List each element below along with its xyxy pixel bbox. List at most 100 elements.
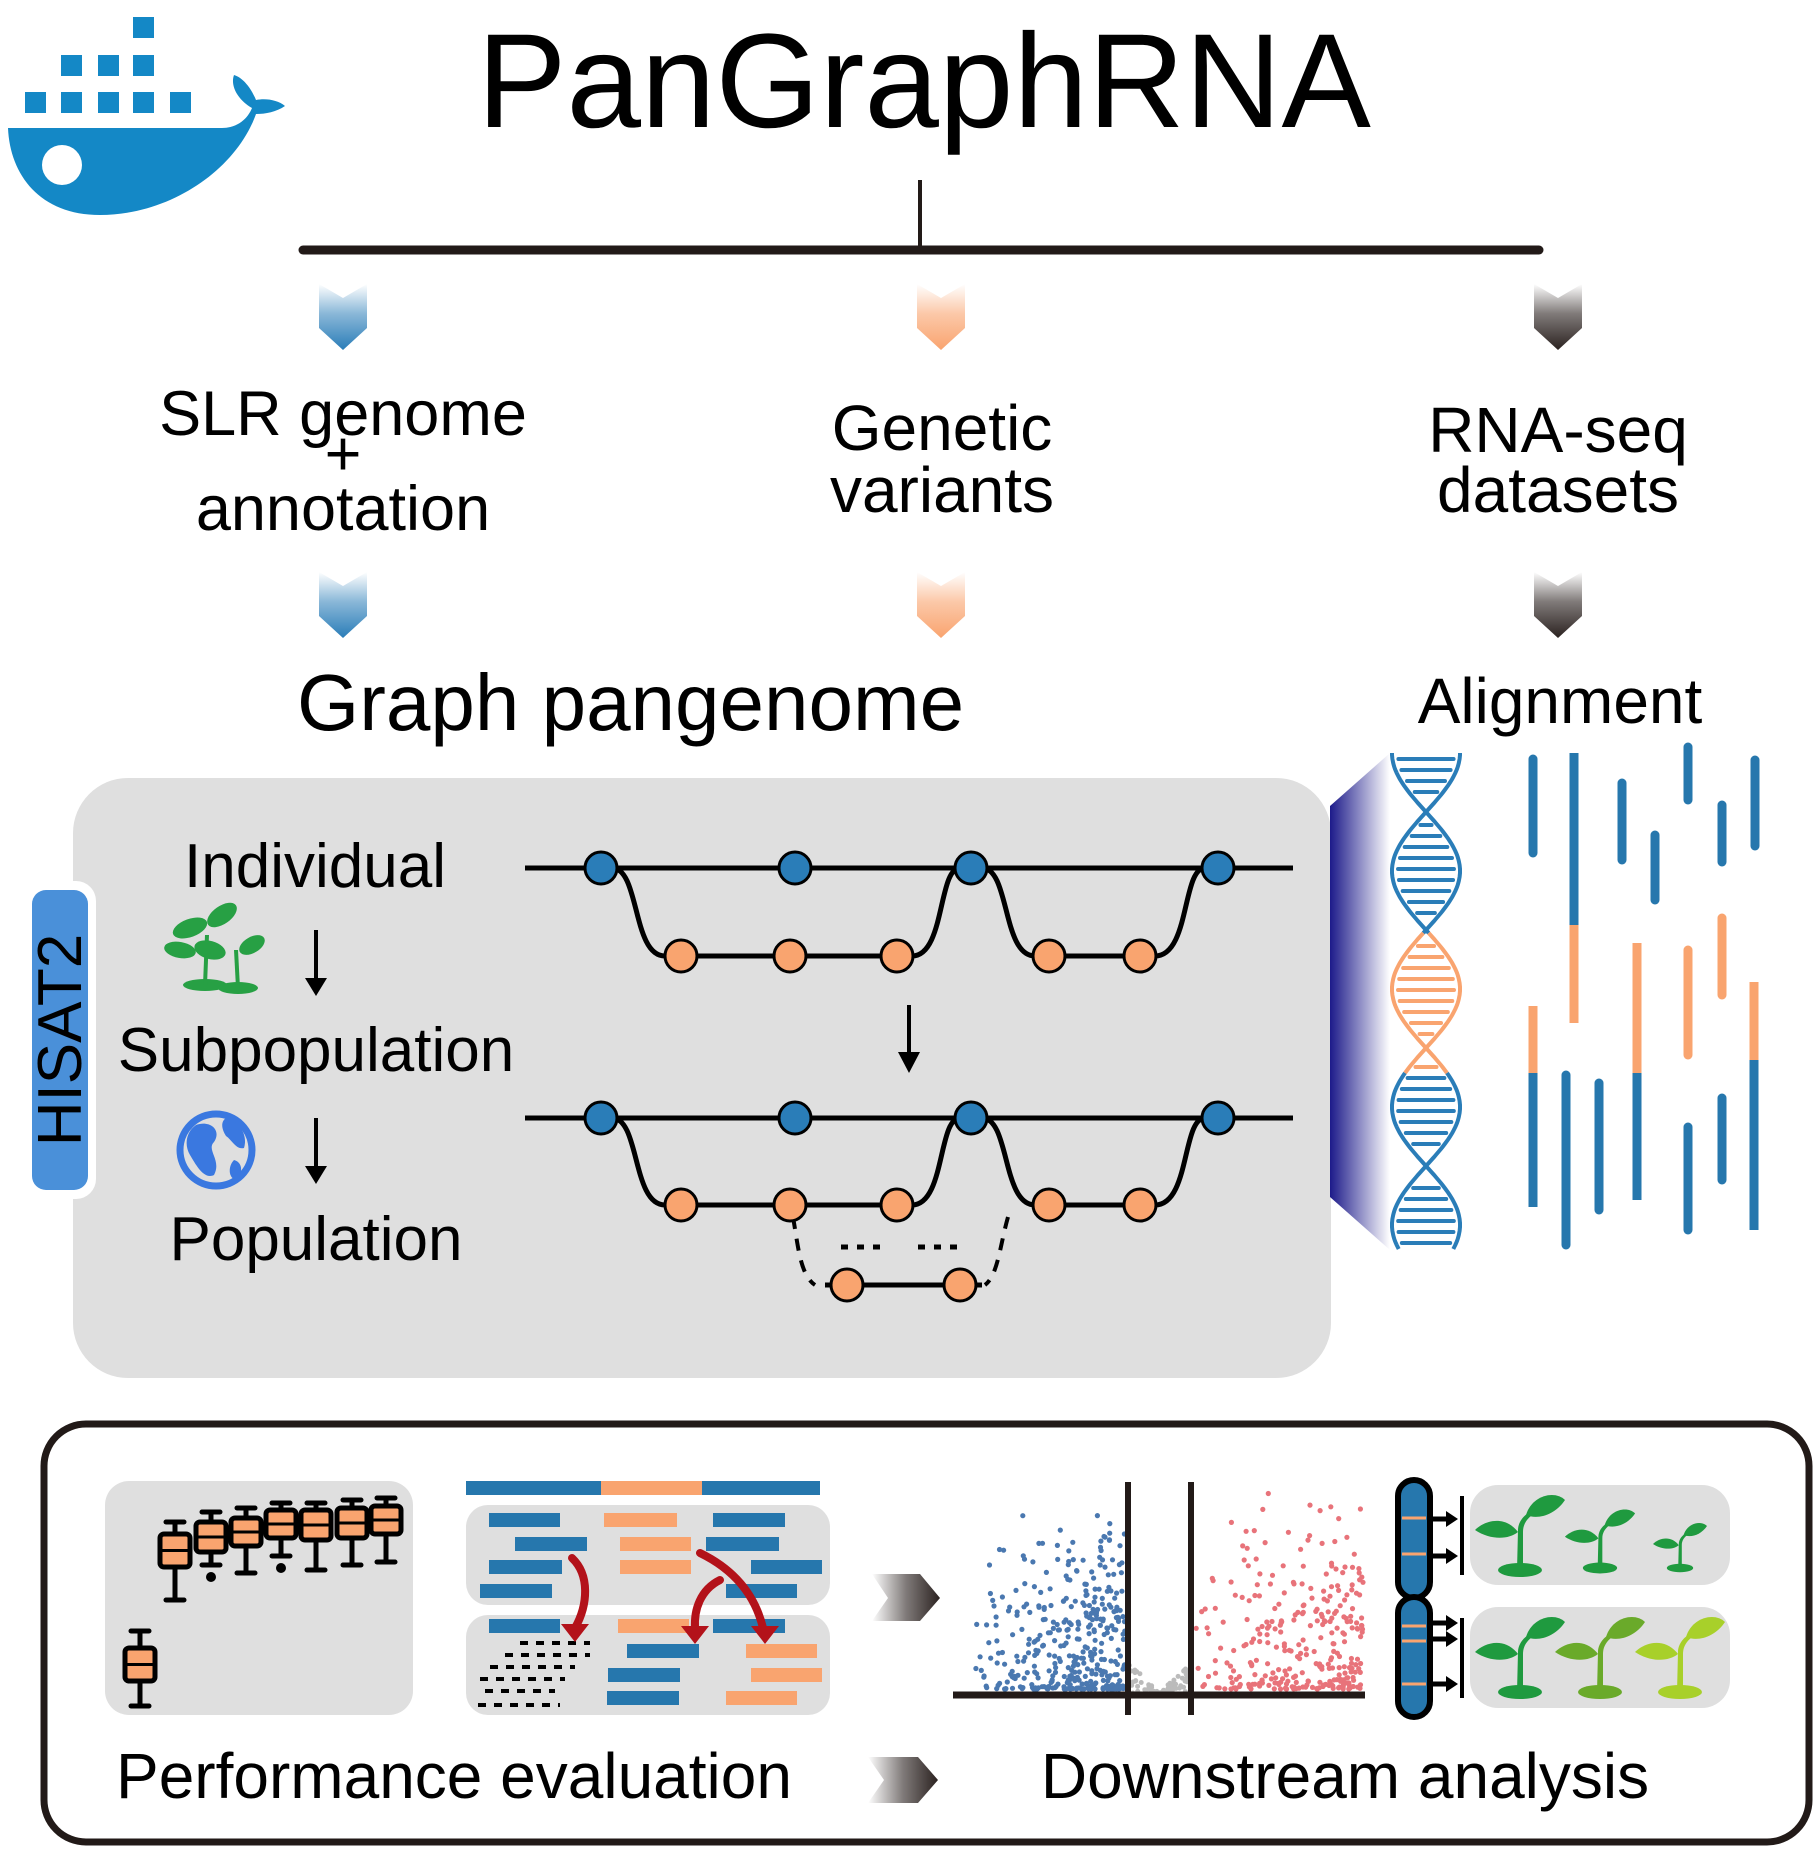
volcano-point-down: [1082, 1644, 1088, 1650]
short-read: [489, 1513, 560, 1527]
volcano-point-down: [1036, 1604, 1042, 1610]
volcano-point-down: [988, 1655, 994, 1661]
volcano-point-down: [1111, 1571, 1117, 1577]
volcano-point-down: [1117, 1653, 1123, 1659]
variant-node: [879, 938, 915, 974]
volcano-point-up: [1222, 1686, 1228, 1692]
volcano-point-up: [1253, 1657, 1259, 1663]
volcano-point-down: [1097, 1667, 1103, 1673]
volcano-point-down: [1114, 1590, 1120, 1596]
reference-node: [777, 1100, 813, 1136]
volcano-point-up: [1356, 1570, 1362, 1576]
volcano-point-down: [1112, 1685, 1118, 1691]
plant-stem: [1517, 1634, 1532, 1692]
volcano-point-up: [1268, 1676, 1274, 1682]
volcano-point-up: [1244, 1545, 1250, 1551]
volcano-point-up: [1329, 1665, 1336, 1671]
zoom-band: [1330, 753, 1390, 1250]
variant-node: [829, 1267, 865, 1303]
volcano-point-down: [1084, 1613, 1090, 1619]
volcano-point-up: [1272, 1605, 1278, 1612]
graph-edge: [911, 865, 961, 959]
graph-edge: [981, 1115, 1036, 1208]
volcano-point-up: [1229, 1680, 1235, 1686]
volcano-point-down: [1115, 1647, 1121, 1653]
volcano-point-up: [1337, 1603, 1343, 1609]
volcano-point-up: [1358, 1634, 1364, 1640]
volcano-point-up: [1357, 1506, 1363, 1512]
variant-node: [942, 1267, 978, 1303]
volcano-point-up: [1336, 1672, 1342, 1678]
arrow-right-icon: [1446, 1631, 1458, 1647]
volcano-point-down: [1074, 1636, 1080, 1642]
reads-panel-lower: [466, 1615, 830, 1715]
volcano-point-down: [1049, 1678, 1055, 1684]
volcano-point-down: [1063, 1640, 1069, 1646]
volcano-point-down: [1083, 1588, 1089, 1594]
volcano-point-up: [1349, 1587, 1355, 1593]
volcano-point-up: [1199, 1609, 1205, 1615]
volcano-point-down: [974, 1621, 980, 1627]
volcano-point-up: [1329, 1615, 1335, 1621]
volcano-point-down: [1066, 1548, 1072, 1554]
volcano-point-up: [1341, 1639, 1348, 1645]
volcano-point-up: [1291, 1674, 1297, 1680]
plant-leaf: [1526, 1495, 1565, 1517]
volcano-point-up: [1303, 1646, 1309, 1652]
volcano-point-down: [1088, 1653, 1094, 1659]
input-slr-genome: SLR genome + annotation: [159, 379, 527, 544]
volcano-point-down: [1099, 1640, 1105, 1646]
input-label-line: annotation: [196, 474, 490, 544]
volcano-point-up: [1336, 1516, 1342, 1522]
plant-stem: [1597, 1634, 1612, 1692]
volcano-point-up: [1287, 1666, 1293, 1672]
input-label-line: +: [325, 419, 362, 489]
volcano-point-down: [1070, 1663, 1076, 1669]
reference-node: [953, 850, 989, 886]
volcano-point-up: [1346, 1680, 1352, 1686]
volcano-point-down: [1088, 1649, 1094, 1655]
arrow-right-icon: [1446, 1511, 1458, 1527]
volcano-point-down: [1002, 1661, 1008, 1667]
volcano-point-down: [1114, 1604, 1120, 1610]
volcano-point-up: [1356, 1666, 1362, 1672]
variant-node: [772, 1187, 808, 1223]
volcano-point-up: [1276, 1681, 1282, 1687]
volcano-point-up: [1228, 1674, 1234, 1681]
short-read: [751, 1668, 822, 1682]
chevron-down-icon: [1534, 284, 1582, 350]
volcano-point-up: [1328, 1504, 1334, 1510]
docker-whale-icon: [8, 17, 285, 215]
volcano-point-up: [1285, 1678, 1291, 1684]
hisat2-tab[interactable]: [32, 890, 88, 1190]
short-read: [726, 1584, 797, 1598]
volcano-point-down: [1026, 1636, 1032, 1642]
volcano-point-up: [1305, 1537, 1311, 1543]
volcano-point-down: [1115, 1618, 1122, 1624]
plant-leaf: [1475, 1642, 1518, 1660]
volcano-point-up: [1224, 1660, 1230, 1666]
volcano-point-up: [1300, 1603, 1306, 1609]
volcano-point-up: [1296, 1642, 1302, 1648]
volcano-point-up: [1255, 1626, 1261, 1632]
volcano-point-down: [1021, 1658, 1027, 1664]
volcano-point-up: [1260, 1506, 1266, 1512]
volcano-point-down: [994, 1660, 1000, 1666]
volcano-point-up: [1244, 1616, 1250, 1623]
volcano-point-up: [1346, 1665, 1353, 1671]
volcano-point-down: [1076, 1677, 1082, 1683]
volcano-point-up: [1358, 1622, 1365, 1629]
volcano-point-down: [1104, 1588, 1110, 1594]
volcano-point-up: [1359, 1574, 1365, 1580]
volcano-point-up: [1257, 1683, 1263, 1689]
chromosome-arm: [1395, 1477, 1433, 1601]
volcano-point-down: [993, 1622, 999, 1628]
volcano-point-down: [1084, 1666, 1090, 1672]
volcano-point-up: [1338, 1676, 1344, 1683]
volcano-point-down: [1080, 1649, 1086, 1655]
volcano-point-down: [1031, 1686, 1037, 1692]
volcano-point-up: [1270, 1670, 1276, 1676]
volcano-point-down: [1080, 1655, 1086, 1661]
graph-edge: [1154, 865, 1206, 959]
